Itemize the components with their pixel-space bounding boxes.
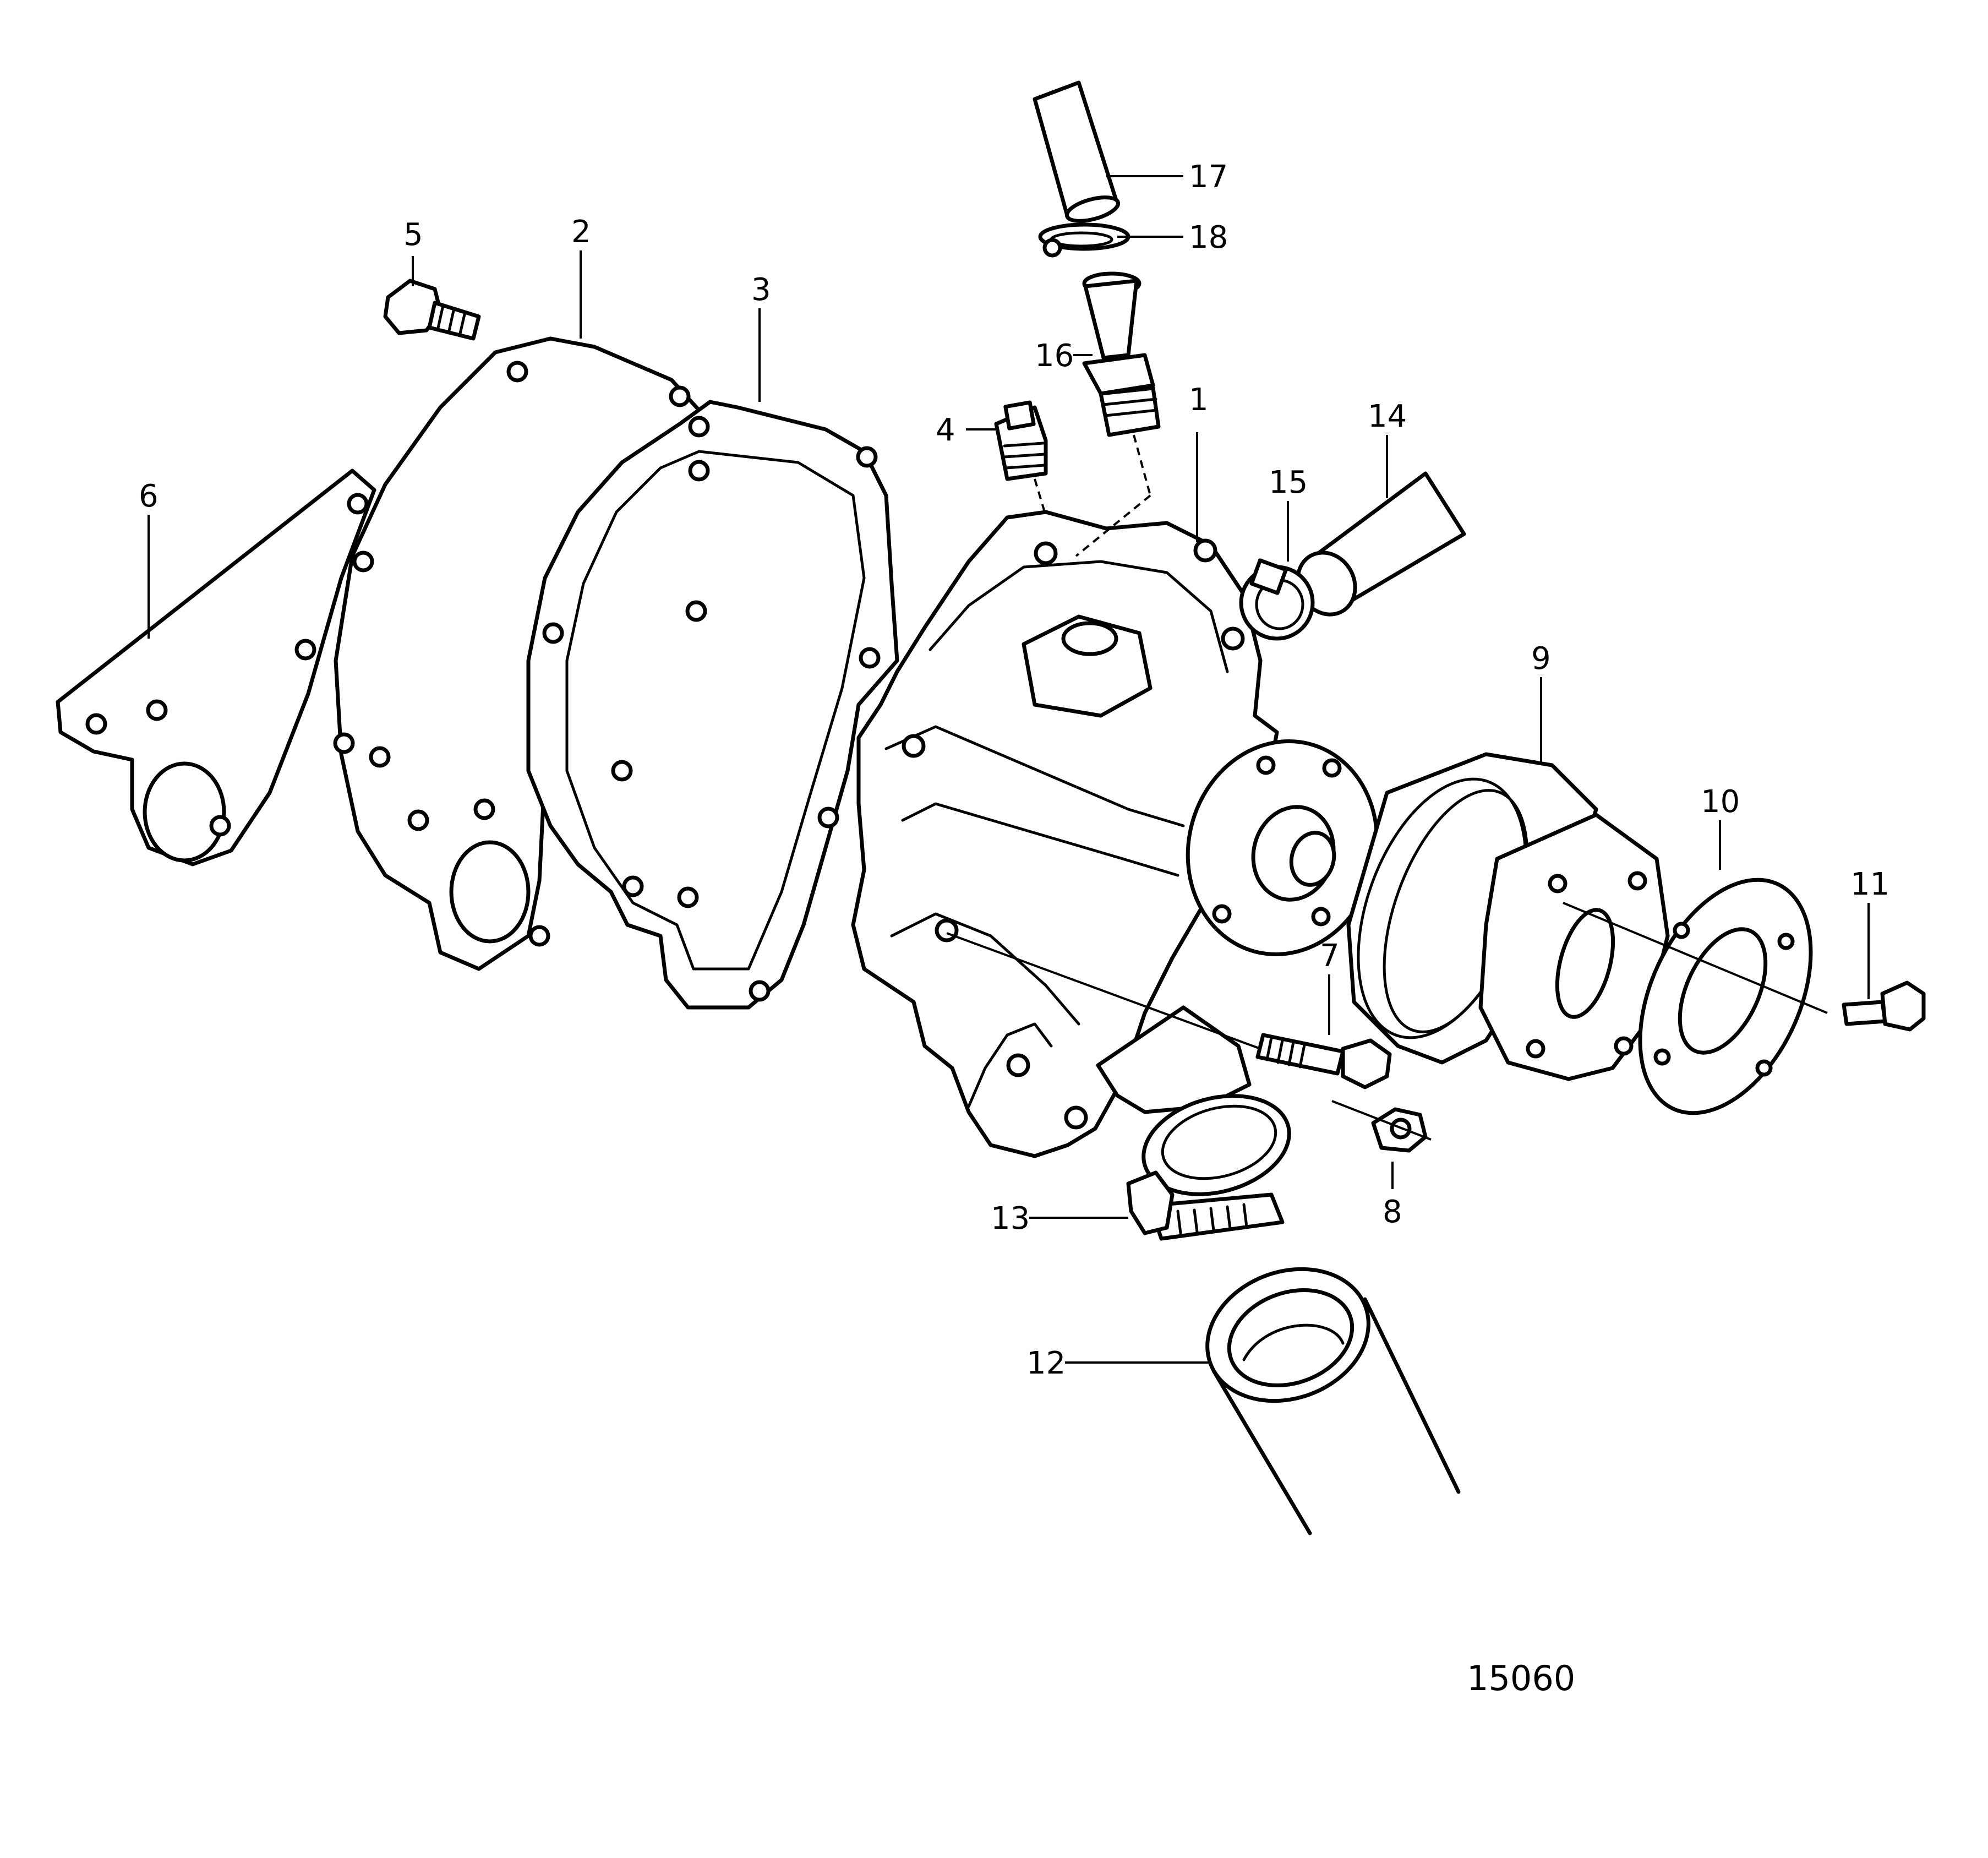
part-5-bolt <box>383 279 481 341</box>
callout-8: 8 <box>1383 1194 1402 1230</box>
callout-6: 6 <box>139 478 159 514</box>
part-11-bolt <box>1842 980 1926 1032</box>
drawing-number: 15060 <box>1467 1658 1575 1698</box>
part-12-hose <box>1205 1267 1461 1535</box>
callout-labels: 1 2 3 4 5 6 7 8 9 10 11 12 13 14 15 16 1… <box>139 159 1889 1381</box>
callout-15: 15 <box>1269 465 1308 500</box>
callout-11: 11 <box>1850 867 1889 902</box>
callout-3: 3 <box>751 272 771 308</box>
part-1-water-pump-body <box>851 510 1379 1158</box>
part-16-nipple <box>1075 271 1161 557</box>
callout-16: 16 <box>1035 338 1074 374</box>
callout-4: 4 <box>936 412 955 448</box>
callout-1: 1 <box>1189 382 1209 418</box>
part-13-hose-clamp <box>1126 1094 1291 1241</box>
callout-5: 5 <box>403 217 423 253</box>
part-3-gasket <box>526 400 899 1010</box>
part-10-washer-plate <box>1563 878 1828 1115</box>
callout-18: 18 <box>1189 220 1228 255</box>
part-18-clamp <box>1038 222 1130 258</box>
callout-7: 7 <box>1320 938 1340 974</box>
callout-2: 2 <box>571 214 591 250</box>
callout-12: 12 <box>1026 1345 1066 1381</box>
callout-13: 13 <box>991 1201 1030 1236</box>
part-14-hose <box>1296 471 1466 617</box>
leader-lines <box>148 175 1870 1364</box>
part-15-clamp <box>1239 558 1315 641</box>
part-9-pulley <box>1346 752 1670 1081</box>
callout-9: 9 <box>1531 641 1551 677</box>
part-17-hose <box>1033 80 1121 223</box>
callout-10: 10 <box>1701 784 1740 820</box>
part-7-bolt <box>946 932 1392 1089</box>
part-8-nut <box>1331 1100 1432 1153</box>
part-6-bracket <box>56 468 376 867</box>
callout-17: 17 <box>1189 159 1228 195</box>
callout-14: 14 <box>1368 399 1407 434</box>
